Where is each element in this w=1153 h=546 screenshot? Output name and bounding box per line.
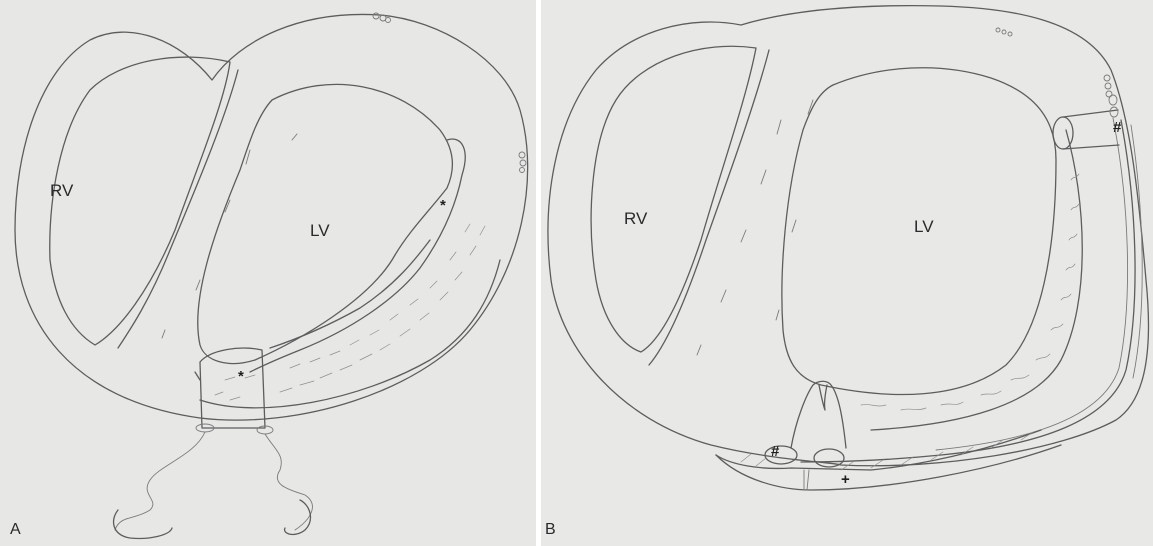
panel-a-rv-label: RV [50,182,73,199]
panel-b-inferior-structure [716,381,1061,490]
panel-b-lateral-band [871,130,1082,430]
panel-b-marker-plus: + [841,472,850,487]
panel-b-rv-cavity [591,46,756,352]
panel-b-lv-label: LV [914,218,934,235]
panel-a-lv-label: LV [310,222,330,239]
panel-a-marker-asterisk-2: * [238,369,244,384]
panel-b-pericardial-nodules [996,28,1112,97]
panel-a-letter: A [10,522,21,538]
panel-a-hatching [215,224,485,400]
panel-b-letter: B [545,522,556,538]
panel-a-heart-sketch: RV LV * * A [0,0,536,546]
panel-a-posterior-flap [250,139,465,372]
panel-b-hatching [741,174,1079,470]
panel-b-lateral-patch [1053,95,1119,149]
panel-b-marker-hash-2: # [771,444,779,459]
panel-a-inferior-band [200,260,500,408]
panel-a-rv-cavity [50,57,230,345]
panel-b-epicardial-line [801,120,1135,462]
panel-a-outer-wall [15,14,528,420]
panel-a-hanging-tissue [114,424,313,538]
panel-a-marker-asterisk-1: * [440,198,446,213]
panel-b-marker-hash-1: # [1113,120,1121,135]
panel-a-drawing [0,0,536,546]
panel-b-rv-label: RV [624,210,647,227]
panel-a-septum-line [118,70,238,348]
panel-b-outer-wall [548,6,1148,466]
panel-b-heart-sketch: RV LV # # + B [541,0,1153,546]
panel-b-drawing [541,0,1153,546]
panel-b-septum-line [649,50,769,365]
